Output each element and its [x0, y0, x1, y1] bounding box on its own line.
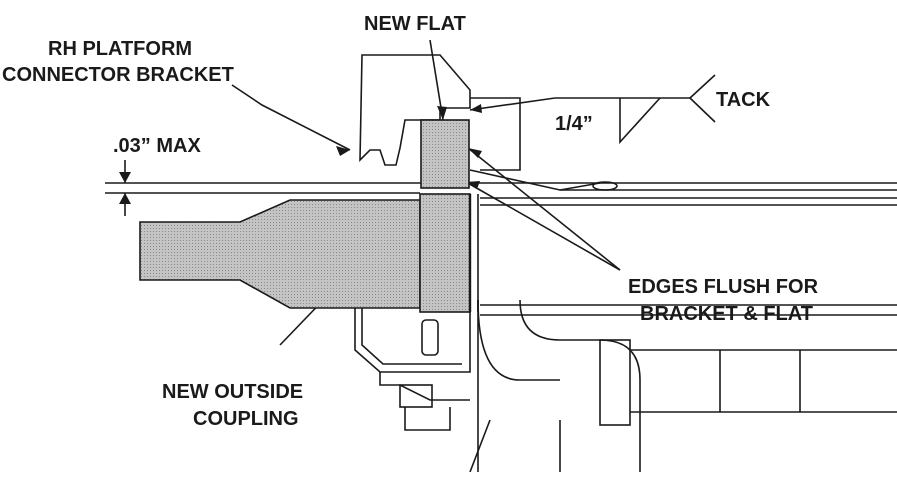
label-quarter-inch: 1/4”	[555, 113, 593, 135]
label-rh-platform-line2: CONNECTOR BRACKET	[2, 64, 234, 86]
new-outside-coupling-part	[139, 199, 421, 309]
leader-edges-flush-a	[467, 147, 621, 271]
platform-angle	[469, 169, 897, 191]
label-max-gap: .03” MAX	[113, 135, 201, 157]
rh-platform-connector-bracket	[359, 54, 471, 166]
dimension-arrowhead-bottom	[119, 193, 131, 204]
shaded-parts	[139, 119, 479, 313]
coupling-flange	[419, 193, 471, 313]
label-new-outside-line2: COUPLING	[193, 408, 299, 430]
leader-edges-flush-b	[465, 181, 621, 271]
label-rh-platform-line1: RH PLATFORM	[48, 38, 193, 60]
fillet-weld-symbol	[619, 97, 661, 145]
label-tack: TACK	[716, 89, 771, 111]
label-edges-flush-line1: EDGES FLUSH FOR	[628, 276, 819, 298]
frame-plate	[470, 97, 521, 171]
clamp-stud	[421, 319, 439, 356]
label-edges-flush-line2: BRACKET & FLAT	[640, 303, 813, 325]
weld-symbol-arrow	[469, 97, 556, 111]
dimension-arrowhead-top	[119, 172, 131, 183]
leader-bracket	[231, 84, 351, 151]
bolt-head	[592, 181, 618, 191]
label-new-flat: NEW FLAT	[364, 13, 466, 35]
assembly-linework	[105, 39, 897, 473]
label-new-outside-line1: NEW OUTSIDE	[162, 381, 304, 403]
clamp-nut	[399, 384, 433, 408]
roller-drum	[519, 299, 641, 472]
weld-symbol-tail	[689, 74, 716, 123]
new-flat-part	[420, 119, 470, 189]
